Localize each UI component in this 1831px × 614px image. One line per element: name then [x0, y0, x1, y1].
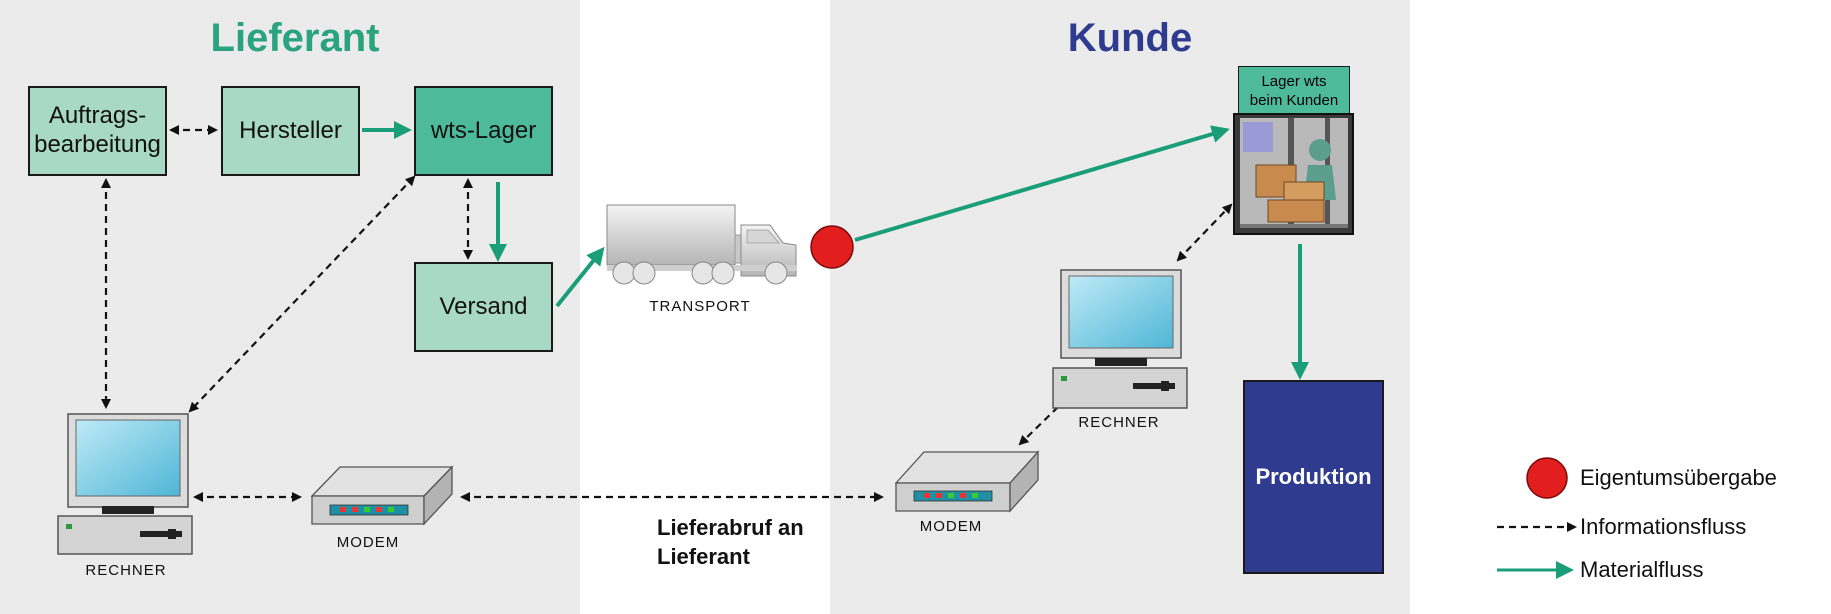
- legend-ownership-text: Eigentumsübergabe: [1580, 465, 1777, 490]
- order-processing-box: Auftrags- bearbeitung: [28, 86, 167, 176]
- manufacturer-box: Hersteller: [221, 86, 360, 176]
- right-computer-icon: [1052, 269, 1188, 409]
- legend-graphics: [1497, 457, 1577, 579]
- warehouse-picture-icon: [1233, 113, 1354, 235]
- customer-title: Kunde: [1067, 16, 1193, 60]
- right-computer-label: RECHNER: [1078, 414, 1160, 431]
- material-arrows: [362, 121, 1309, 380]
- left-modem-icon: [310, 465, 454, 526]
- left-modem-label: MODEM: [336, 534, 400, 551]
- shipping-box: Versand: [414, 262, 553, 352]
- supplier-title: Lieferant: [210, 16, 380, 60]
- call-off-label: Lieferabruf an Lieferant: [657, 515, 804, 569]
- legend-info-text: Informationsfluss: [1580, 514, 1747, 539]
- customer-warehouse-label: Lager wts beim Kunden: [1238, 66, 1350, 118]
- transport-label: TRANSPORT: [649, 298, 751, 315]
- left-computer-icon: [57, 413, 193, 555]
- ownership-transfer-dot: [810, 225, 854, 269]
- right-modem-icon: [894, 450, 1040, 513]
- truck-icon: [606, 204, 797, 285]
- legend-material-text: Materialfluss: [1580, 557, 1704, 582]
- wts-warehouse-box: wts-Lager: [414, 86, 553, 176]
- right-modem-label: MODEM: [919, 518, 983, 535]
- legend-ownership-dot: [1526, 457, 1568, 499]
- left-computer-label: RECHNER: [85, 562, 167, 579]
- production-box: Produktion: [1243, 380, 1384, 574]
- info-arrows: [101, 125, 1233, 502]
